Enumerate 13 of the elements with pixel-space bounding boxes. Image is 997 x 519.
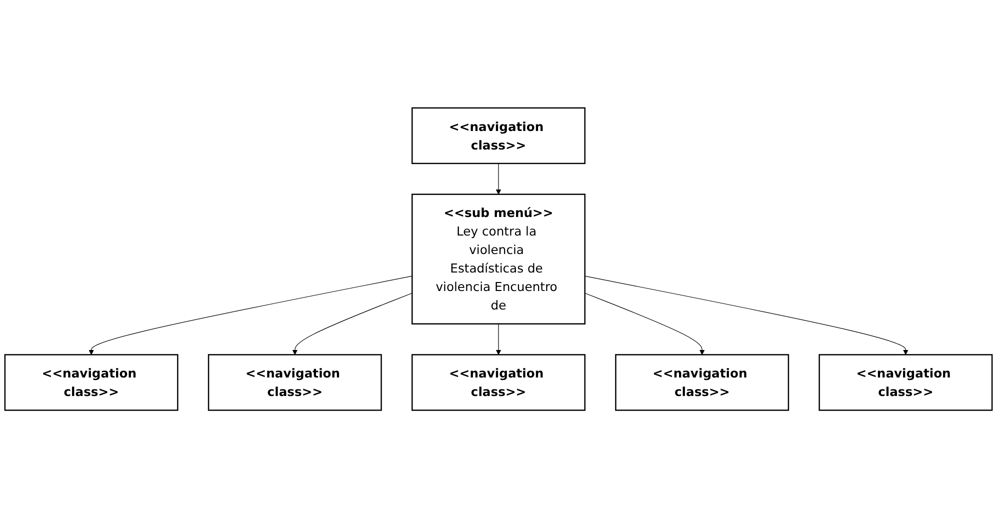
node-box: <<navigation class>>	[818, 354, 993, 412]
arrow	[584, 293, 705, 356]
node-box: <<navigation class>>	[412, 108, 586, 164]
node-box: <<navigation class>>	[4, 354, 178, 412]
node-box: <<navigation class>>	[208, 354, 382, 412]
node-box: <<navigation class>>	[615, 354, 790, 412]
arrow	[292, 293, 412, 356]
arrow	[584, 276, 908, 356]
arrow	[88, 276, 412, 356]
node-box: <<navigation class>>	[412, 354, 586, 412]
arrow	[496, 164, 502, 195]
arrow	[496, 324, 502, 356]
node-box: <<sub menú>> Ley contra la violencia Estadísticas de violencia Encuentro de	[412, 194, 586, 325]
